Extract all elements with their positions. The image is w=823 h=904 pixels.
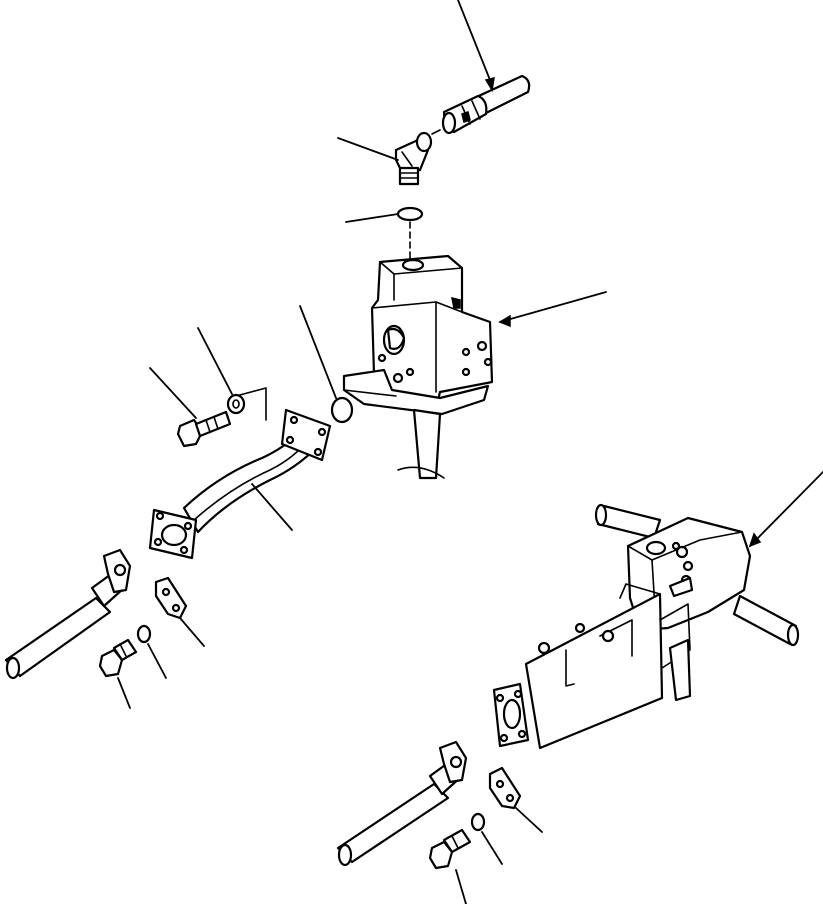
- tube-right-upper: [594, 503, 662, 540]
- bolt-bottom: [428, 828, 472, 870]
- mounting-bracket-center: [342, 368, 490, 480]
- leader-washer: [197, 327, 233, 395]
- leader-elbow: [337, 137, 399, 161]
- lock-washer-bottom: [470, 812, 486, 832]
- bolt-left: [176, 410, 232, 448]
- leader-clamp-left: [179, 617, 205, 647]
- connecting-pipe: [148, 387, 332, 560]
- clamp-plate-bottom: [488, 766, 522, 810]
- leader-o-ring-top: [345, 213, 399, 223]
- flange-right: [492, 682, 530, 748]
- leader-bolt-bottom: [455, 869, 467, 904]
- leader-o-ring-center: [299, 305, 337, 399]
- leader-valve-block: [499, 291, 607, 323]
- cylinder-rod-bottom: [336, 740, 468, 867]
- side-plate-right: [524, 583, 692, 750]
- elbow-fitting: [394, 131, 433, 186]
- lock-washer-left: [136, 624, 152, 644]
- bolt-lower-left: [98, 638, 138, 678]
- washer-left: [226, 393, 246, 415]
- clamp-plate-left: [154, 576, 188, 620]
- leader-clamp-bottom: [515, 807, 543, 833]
- o-ring-top: [396, 206, 424, 222]
- leader-frame-housing: [749, 471, 823, 547]
- leader-bolt: [149, 367, 197, 419]
- o-ring-center: [330, 396, 354, 424]
- leader-hose: [457, 0, 491, 81]
- callout-leaders: [117, 0, 823, 904]
- leader-washer-bottom: [481, 831, 503, 865]
- valve-block: [370, 254, 494, 402]
- leader-bolt-lower-left: [117, 677, 131, 709]
- cylinder-rod-left: [4, 548, 132, 680]
- leader-pipe: [251, 483, 293, 531]
- hose-top: [431, 74, 531, 135]
- tube-right-lower: [732, 594, 800, 647]
- leader-washer-left: [147, 643, 167, 679]
